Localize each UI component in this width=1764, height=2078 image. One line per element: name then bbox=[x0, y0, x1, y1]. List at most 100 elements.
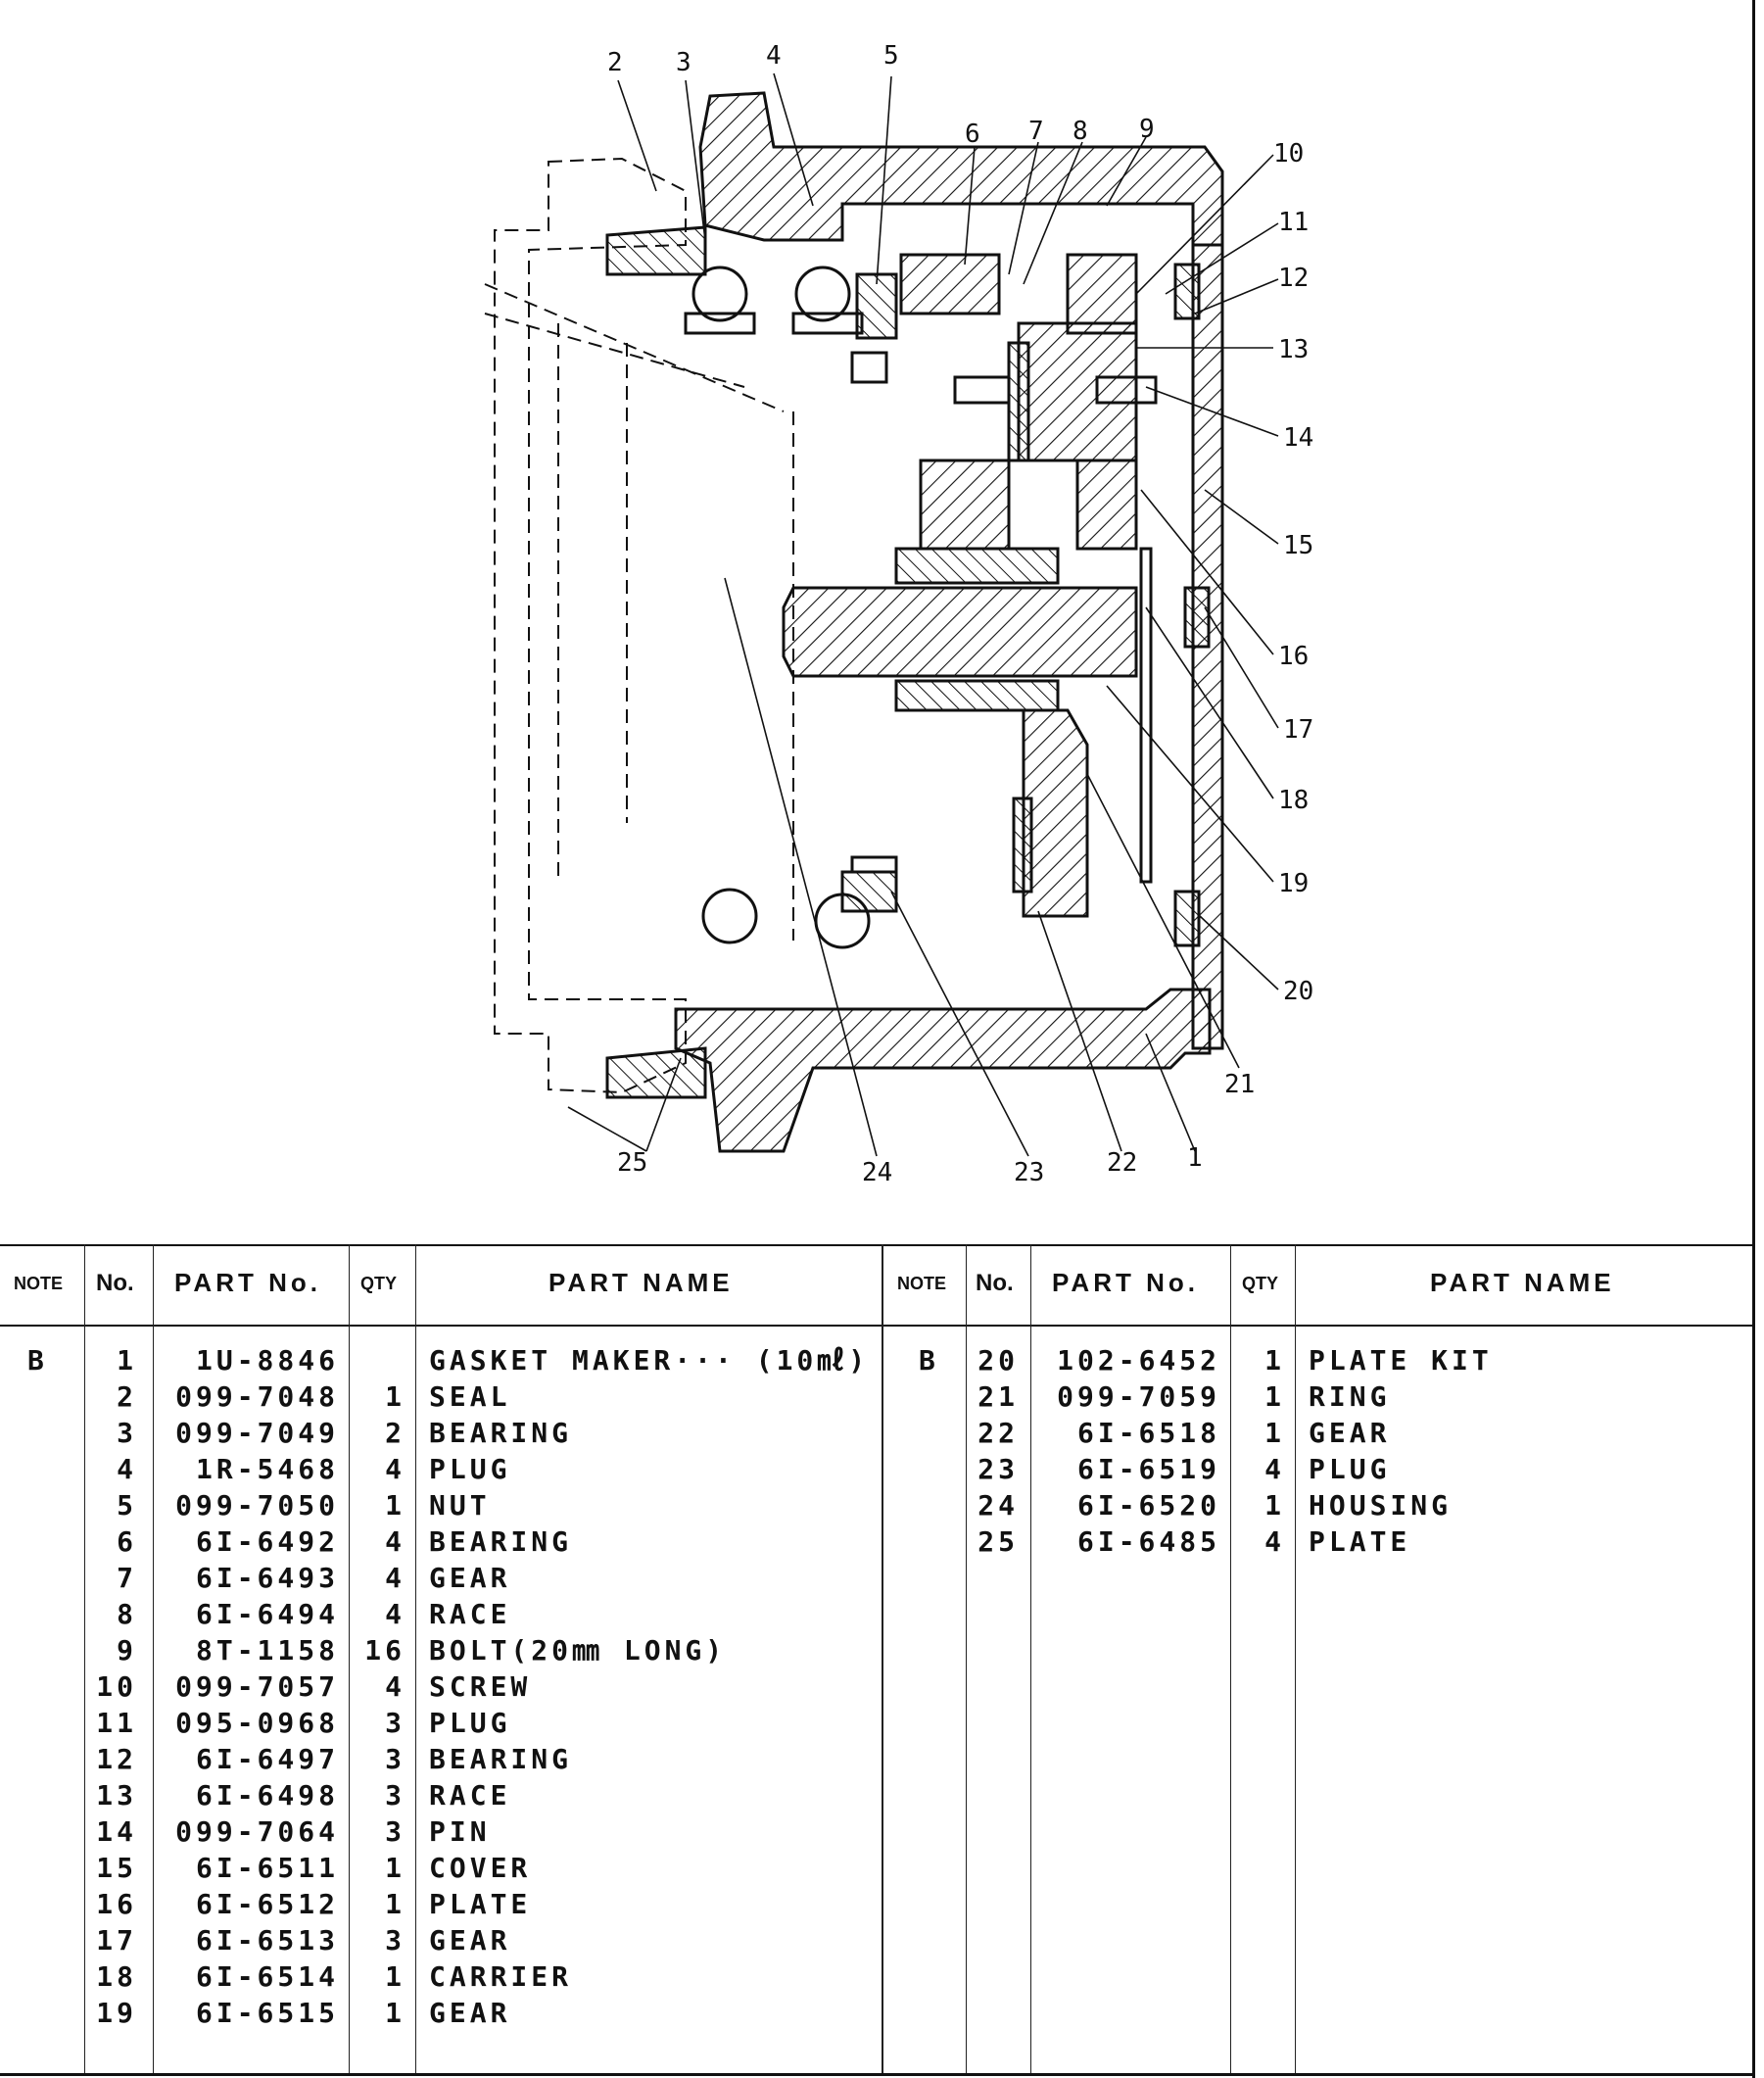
row-part-number: 099-7059 bbox=[1057, 1380, 1220, 1413]
row-part-number: 099-7064 bbox=[175, 1815, 339, 1848]
row-number: 4 bbox=[117, 1453, 137, 1485]
row-part-name: GEAR bbox=[429, 1562, 511, 1594]
row-quantity: 1 bbox=[385, 1380, 405, 1413]
callout-7: 7 bbox=[1028, 117, 1044, 146]
row-part-name: BEARING bbox=[429, 1417, 573, 1449]
row-number: 18 bbox=[96, 1960, 137, 1993]
header-no-left: No. bbox=[96, 1270, 134, 1296]
row-part-number: 6I-6512 bbox=[195, 1888, 339, 1920]
callout-21: 21 bbox=[1224, 1070, 1255, 1099]
row-part-name: PLUG bbox=[429, 1707, 511, 1739]
header-note-right: NOTE bbox=[897, 1274, 947, 1293]
row-part-number: 099-7049 bbox=[175, 1417, 339, 1449]
row-note: B bbox=[27, 1344, 48, 1377]
row-number: 10 bbox=[96, 1670, 137, 1703]
row-part-number: 6I-6498 bbox=[195, 1779, 339, 1812]
row-part-name: SEAL bbox=[429, 1380, 511, 1413]
row-part-name: RACE bbox=[429, 1598, 511, 1630]
table-header-rule bbox=[0, 1325, 1752, 1327]
header-part-name-right: PART NAME bbox=[1430, 1268, 1615, 1297]
row-part-number: 102-6452 bbox=[1057, 1344, 1220, 1377]
callout-10: 10 bbox=[1273, 139, 1304, 169]
row-number: 15 bbox=[96, 1852, 137, 1884]
callout-13: 13 bbox=[1278, 335, 1309, 364]
row-quantity: 1 bbox=[1264, 1344, 1285, 1377]
row-part-name: PLUG bbox=[1309, 1453, 1391, 1485]
row-part-number: 6I-6520 bbox=[1076, 1489, 1220, 1522]
row-quantity: 1 bbox=[385, 1888, 405, 1920]
row-part-number: 1U-8846 bbox=[195, 1344, 339, 1377]
row-quantity: 3 bbox=[385, 1779, 405, 1812]
row-part-name: CARRIER bbox=[429, 1960, 573, 1993]
row-quantity: 3 bbox=[385, 1924, 405, 1957]
row-quantity: 1 bbox=[1264, 1417, 1285, 1449]
row-quantity: 3 bbox=[385, 1743, 405, 1775]
row-part-number: 099-7048 bbox=[175, 1380, 339, 1413]
row-quantity: 4 bbox=[385, 1453, 405, 1485]
callout-8: 8 bbox=[1073, 117, 1088, 146]
row-part-number: 1R-5468 bbox=[195, 1453, 339, 1485]
callout-19: 19 bbox=[1278, 869, 1309, 898]
callout-3: 3 bbox=[676, 48, 691, 77]
row-number: 11 bbox=[96, 1707, 137, 1739]
callout-24: 24 bbox=[862, 1158, 892, 1187]
row-part-name: BEARING bbox=[429, 1743, 573, 1775]
row-quantity: 4 bbox=[1264, 1453, 1285, 1485]
row-number: 5 bbox=[117, 1489, 137, 1522]
row-quantity: 3 bbox=[385, 1707, 405, 1739]
row-number: 14 bbox=[96, 1815, 137, 1848]
row-number: 17 bbox=[96, 1924, 137, 1957]
callout-5: 5 bbox=[883, 41, 899, 71]
row-part-name: BOLT(20㎜ LONG) bbox=[429, 1634, 727, 1667]
row-part-number: 095-0968 bbox=[175, 1707, 339, 1739]
row-quantity: 16 bbox=[364, 1634, 405, 1667]
callout-1: 1 bbox=[1187, 1143, 1203, 1173]
row-part-name: RACE bbox=[429, 1779, 511, 1812]
table-bottom-rule bbox=[0, 2073, 1752, 2076]
callout-4: 4 bbox=[766, 41, 782, 71]
row-number: 1 bbox=[117, 1344, 137, 1377]
final-drive-section-diagram: 1 2 3 4 5 6 7 8 9 10 11 12 13 14 15 16 1… bbox=[484, 41, 1313, 1187]
row-part-name: RING bbox=[1309, 1380, 1391, 1413]
row-number: 12 bbox=[96, 1743, 137, 1775]
row-part-number: 6I-6494 bbox=[195, 1598, 339, 1630]
callout-23: 23 bbox=[1014, 1158, 1044, 1187]
callout-6: 6 bbox=[965, 120, 980, 149]
row-number: 20 bbox=[977, 1344, 1019, 1377]
callout-2: 2 bbox=[607, 48, 623, 77]
row-part-name: PLATE bbox=[1309, 1525, 1411, 1558]
row-quantity: 4 bbox=[1264, 1525, 1285, 1558]
row-quantity: 1 bbox=[1264, 1380, 1285, 1413]
row-quantity: 1 bbox=[385, 1960, 405, 1993]
row-number: 19 bbox=[96, 1997, 137, 2029]
row-part-name: PIN bbox=[429, 1815, 491, 1848]
callout-20: 20 bbox=[1283, 977, 1313, 1006]
row-quantity: 4 bbox=[385, 1670, 405, 1703]
row-number: 6 bbox=[117, 1525, 137, 1558]
row-note: B bbox=[919, 1344, 939, 1377]
row-part-name: BEARING bbox=[429, 1525, 573, 1558]
row-number: 13 bbox=[96, 1779, 137, 1812]
row-number: 16 bbox=[96, 1888, 137, 1920]
row-part-number: 6I-6519 bbox=[1076, 1453, 1220, 1485]
callout-15: 15 bbox=[1283, 531, 1313, 560]
row-part-number: 099-7050 bbox=[175, 1489, 339, 1522]
row-quantity: 2 bbox=[385, 1417, 405, 1449]
header-qty-right: QTY bbox=[1242, 1274, 1279, 1293]
row-part-name: GEAR bbox=[429, 1924, 511, 1957]
row-part-number: 8T-1158 bbox=[195, 1634, 339, 1667]
row-part-name: SCREW bbox=[429, 1670, 532, 1703]
row-quantity: 1 bbox=[385, 1489, 405, 1522]
row-number: 22 bbox=[977, 1417, 1019, 1449]
row-quantity: 3 bbox=[385, 1815, 405, 1848]
header-part-name-left: PART NAME bbox=[548, 1268, 734, 1297]
row-number: 24 bbox=[977, 1489, 1019, 1522]
header-part-no-right: PART No. bbox=[1052, 1268, 1199, 1297]
row-part-name: GEAR bbox=[429, 1997, 511, 2029]
row-number: 7 bbox=[117, 1562, 137, 1594]
row-part-name: PLUG bbox=[429, 1453, 511, 1485]
row-part-number: 6I-6493 bbox=[195, 1562, 339, 1594]
header-part-no-left: PART No. bbox=[174, 1268, 321, 1297]
row-number: 8 bbox=[117, 1598, 137, 1630]
row-part-number: 6I-6497 bbox=[195, 1743, 339, 1775]
